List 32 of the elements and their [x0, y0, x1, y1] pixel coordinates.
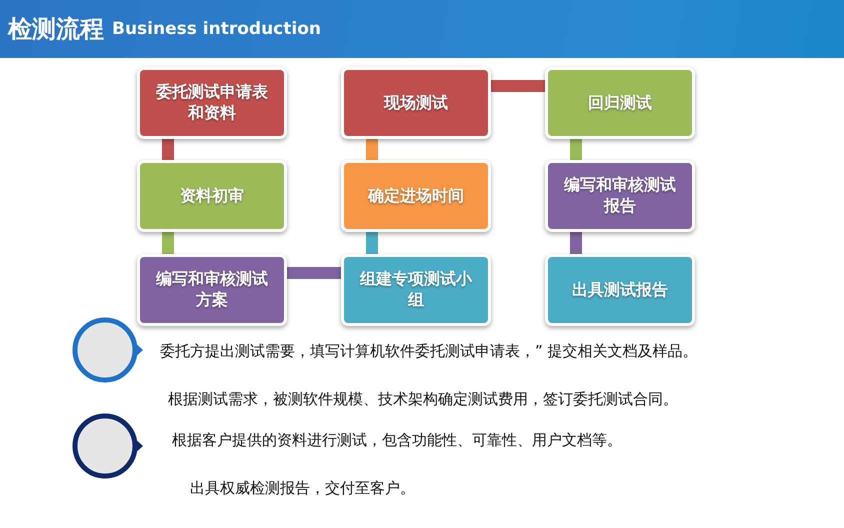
connector-bar: [162, 139, 174, 160]
connector-bar: [366, 139, 378, 160]
step-label: 出具测试报告: [572, 280, 668, 300]
step-label: 资料初审: [180, 186, 244, 206]
description-text: 根据客户提供的资料进行测试，包含功能性、可靠性、用户文档等。: [172, 431, 622, 450]
process-box: [545, 67, 695, 139]
process-box: [137, 67, 287, 139]
description-text: 委托方提出测试需要，填写计算机软件委托测试申请表，” 提交相关文档及样品。: [160, 342, 698, 361]
step-label: 现场测试: [384, 92, 448, 114]
process-box: [341, 254, 491, 326]
description-text: 出具权威检测报告，交付至客户。: [190, 479, 415, 498]
process-box: [545, 160, 695, 232]
step-label: 回归测试: [588, 92, 652, 114]
page-title: 检测流程: [8, 14, 104, 45]
process-box: [137, 254, 287, 326]
process-box: [341, 160, 491, 232]
connector-bar: [491, 80, 545, 92]
process-box: [341, 67, 491, 139]
connector-bar: [366, 232, 378, 254]
process-box: [545, 254, 695, 326]
page-subtitle: Business introduction: [112, 19, 321, 39]
step-label: 组建专项测试小组: [358, 269, 474, 311]
step-label: 确定进场时间: [368, 186, 464, 206]
connector-bar: [570, 232, 582, 254]
connector-bar: [570, 139, 582, 160]
process-box: [137, 160, 287, 232]
connector-bar: [287, 267, 341, 279]
connector-bar: [162, 232, 174, 254]
step-label: 委托测试申请表和资料: [155, 82, 269, 124]
step-label: 编写和审核测试方案: [154, 269, 269, 311]
step-label: 编写和审核测试报告: [562, 175, 677, 217]
description-text: 根据测试需求，被测软件规模、技术架构确定测试费用，签订委托测试合同。: [168, 390, 678, 409]
